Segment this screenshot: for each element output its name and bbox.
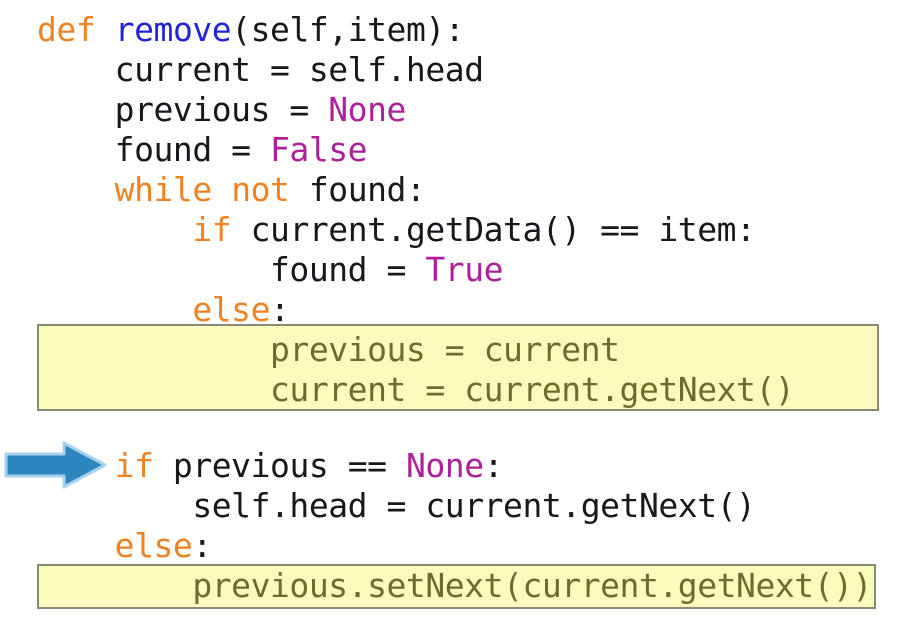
blue-right-arrow-icon bbox=[4, 440, 108, 490]
code-token-plain bbox=[37, 526, 115, 565]
code-token-fn: remove bbox=[114, 10, 232, 49]
code-token-kw: if bbox=[114, 446, 154, 485]
code-line-14: previous.setNext(current.getNext()) bbox=[37, 566, 872, 606]
code-token-plain: previous == bbox=[153, 446, 406, 485]
code-token-plain: : bbox=[270, 290, 290, 329]
code-line-6: if current.getData() == item: bbox=[37, 210, 756, 250]
code-token-plain bbox=[212, 170, 231, 209]
code-line-9: previous = current bbox=[37, 330, 620, 370]
code-line-7: found = True bbox=[37, 250, 503, 290]
code-highlight-box-2 bbox=[37, 564, 876, 609]
code-token-plain bbox=[37, 170, 115, 209]
code-token-plain bbox=[95, 10, 114, 49]
code-token-hl: previous = current bbox=[37, 330, 620, 369]
code-highlight-box-1 bbox=[37, 324, 879, 411]
code-line-10: current = current.getNext() bbox=[37, 370, 795, 410]
code-token-plain: self.head = current.getNext() bbox=[37, 486, 756, 525]
code-line-11: if previous == None: bbox=[37, 446, 504, 486]
code-token-hl: previous.setNext(current.getNext()) bbox=[37, 566, 872, 605]
code-token-hl: current = current.getNext() bbox=[37, 370, 795, 409]
code-line-5: while not found: bbox=[37, 170, 426, 210]
code-token-plain: : bbox=[192, 526, 212, 565]
code-line-2: current = self.head bbox=[37, 50, 484, 90]
code-line-1: def remove(self,item): bbox=[37, 10, 465, 50]
code-line-3: previous = None bbox=[37, 90, 407, 130]
code-token-plain: found = bbox=[37, 250, 426, 289]
code-token-plain: (self,item): bbox=[231, 10, 465, 49]
code-token-kw: else bbox=[192, 290, 271, 329]
code-token-plain: found: bbox=[289, 170, 426, 209]
code-token-kw: not bbox=[231, 170, 290, 209]
code-token-lit: None bbox=[405, 446, 484, 485]
code-token-plain: : bbox=[483, 446, 504, 485]
code-token-lit: True bbox=[425, 250, 504, 289]
code-line-13: else: bbox=[37, 526, 213, 566]
code-token-plain: previous = bbox=[37, 90, 329, 129]
code-token-kw: else bbox=[114, 526, 193, 565]
code-token-plain bbox=[37, 290, 192, 329]
code-token-plain bbox=[37, 210, 192, 249]
code-token-kw: while bbox=[114, 170, 213, 209]
code-token-plain: current = self.head bbox=[37, 50, 484, 89]
code-token-lit: False bbox=[270, 130, 368, 169]
code-token-kw: if bbox=[192, 210, 232, 249]
code-line-4: found = False bbox=[37, 130, 368, 170]
code-line-8: else: bbox=[37, 290, 290, 330]
code-token-lit: None bbox=[328, 90, 406, 129]
code-token-plain: current.getData() == item: bbox=[231, 210, 756, 249]
code-token-kw: def bbox=[37, 10, 96, 49]
code-token-plain: found = bbox=[37, 130, 271, 169]
code-line-12: self.head = current.getNext() bbox=[37, 486, 756, 526]
